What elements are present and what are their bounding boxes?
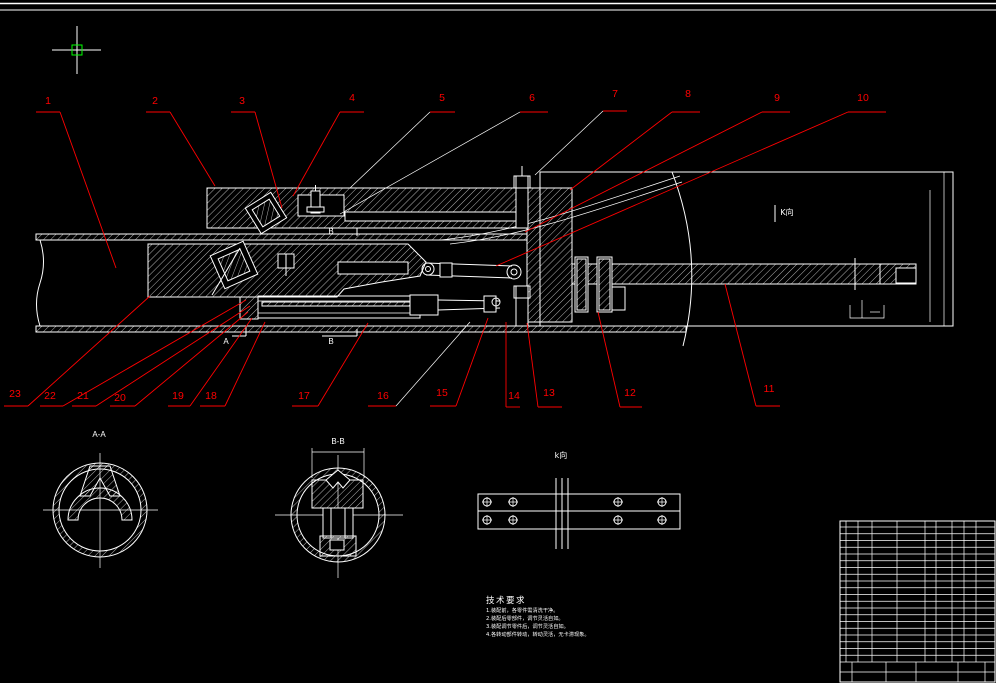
part-label-23: 23 — [4, 295, 151, 407]
lower-pivot-block — [209, 240, 259, 290]
rod-nut-left — [574, 256, 589, 313]
svg-text:13: 13 — [543, 387, 555, 399]
guide-housing — [539, 171, 954, 327]
tech-req-item: 4.各转动部件转动，转动灵活，无卡滞现象。 — [486, 630, 590, 638]
part-label-13: 13 — [526, 322, 562, 408]
svg-text:2: 2 — [152, 95, 158, 107]
tech-req-item: 1.装配前，各零件需清洗干净。 — [486, 606, 558, 614]
view-k: k向 — [477, 450, 681, 549]
svg-text:19: 19 — [172, 390, 184, 402]
part-label-3: 3 — [231, 95, 283, 209]
lower-arm — [147, 243, 427, 298]
tech-req-heading: 技术要求 — [486, 595, 526, 606]
svg-text:15: 15 — [436, 387, 448, 399]
tech-req-item: 3.装配调节零件后，调节灵活自如。 — [486, 622, 569, 630]
svg-text:5: 5 — [439, 92, 445, 104]
pipe-wall-bottom — [35, 325, 687, 333]
part-label-6: 6 — [339, 92, 548, 215]
frame-top-border — [0, 2, 996, 11]
part-label-20: 20 — [110, 311, 249, 407]
svg-text:A: A — [223, 337, 229, 346]
rod-nut-right — [596, 256, 613, 313]
svg-text:10: 10 — [857, 92, 869, 104]
part-label-11: 11 — [724, 283, 780, 407]
plate-bolt-bottom — [513, 285, 531, 327]
part-label-1: 1 — [36, 95, 117, 269]
part-label-21: 21 — [72, 305, 251, 407]
tech-req-item: 2.装配后零部件，调节灵活自如。 — [486, 614, 564, 622]
svg-text:22: 22 — [44, 390, 56, 402]
svg-text:9: 9 — [774, 92, 780, 104]
svg-text:12: 12 — [624, 387, 636, 399]
svg-text:3: 3 — [239, 95, 245, 107]
part-label-8: 8 — [569, 88, 700, 191]
section-view-bb: B-B — [275, 437, 403, 578]
section-mark-b-bottom: B — [322, 329, 358, 346]
part-label-5: 5 — [349, 92, 455, 189]
part-label-19: 19 — [168, 317, 253, 407]
part-label-16: 16 — [368, 321, 471, 407]
svg-text:16: 16 — [377, 390, 389, 402]
view-k-bolt-holes — [482, 497, 667, 525]
part-label-22: 22 — [40, 299, 247, 407]
svg-text:23: 23 — [9, 388, 21, 400]
link-rod — [421, 262, 522, 280]
svg-text:21: 21 — [77, 390, 89, 402]
section-view-aa: A-A — [43, 430, 158, 568]
title-block-parts-list — [839, 520, 996, 683]
svg-text:1: 1 — [45, 95, 51, 107]
part-label-14: 14 — [505, 322, 520, 408]
svg-text:8: 8 — [685, 88, 691, 100]
svg-text:18: 18 — [205, 390, 217, 402]
section-mark-b-top: B — [322, 227, 358, 236]
svg-text:20: 20 — [114, 392, 126, 404]
view-direction-k: K向 — [774, 205, 794, 222]
svg-text:B: B — [328, 337, 333, 346]
technical-requirements: 技术要求 1.装配前，各零件需清洗干净。 2.装配后零部件，调节灵活自如。 3.… — [486, 595, 590, 638]
plate-bolt-top — [513, 166, 531, 229]
rod-flange — [611, 286, 626, 311]
part-label-2: 2 — [146, 95, 216, 187]
part-leaders-top: 1 2 3 4 5 6 7 8 9 10 — [36, 88, 886, 269]
part-label-9: 9 — [524, 92, 790, 233]
part-label-4: 4 — [292, 92, 364, 197]
svg-text:6: 6 — [529, 92, 535, 104]
housing-break-arc — [671, 171, 693, 347]
crosshair-cursor-icon — [52, 26, 101, 74]
upper-pivot-block — [244, 191, 288, 235]
lower-arm-guide — [211, 247, 241, 296]
svg-text:B: B — [328, 227, 333, 236]
part-leaders-bottom: 11 12 13 14 15 16 17 18 19 20 21 22 23 — [4, 283, 780, 408]
svg-text:A-A: A-A — [92, 430, 106, 439]
svg-text:11: 11 — [764, 383, 775, 395]
main-assembly-view: B B A K向 — [35, 166, 954, 347]
hydraulic-cylinder — [239, 294, 501, 320]
part-label-10: 10 — [495, 92, 886, 267]
svg-text:K向: K向 — [780, 207, 793, 217]
part-label-7: 7 — [534, 88, 627, 176]
pipe-wall-top — [35, 233, 528, 241]
part-label-18: 18 — [200, 321, 266, 407]
part-label-15: 15 — [430, 317, 489, 407]
svg-text:14: 14 — [508, 390, 520, 402]
svg-text:B-B: B-B — [331, 437, 344, 446]
svg-text:4: 4 — [349, 92, 355, 104]
svg-text:k向: k向 — [555, 450, 568, 460]
push-rod — [571, 258, 917, 290]
svg-text:17: 17 — [298, 390, 310, 402]
pipe-break-line — [36, 239, 44, 327]
part-label-17: 17 — [292, 322, 369, 407]
part-label-12: 12 — [597, 311, 642, 408]
svg-text:7: 7 — [612, 88, 618, 100]
support-plate — [526, 187, 573, 323]
upper-arm-bolt — [306, 185, 325, 214]
